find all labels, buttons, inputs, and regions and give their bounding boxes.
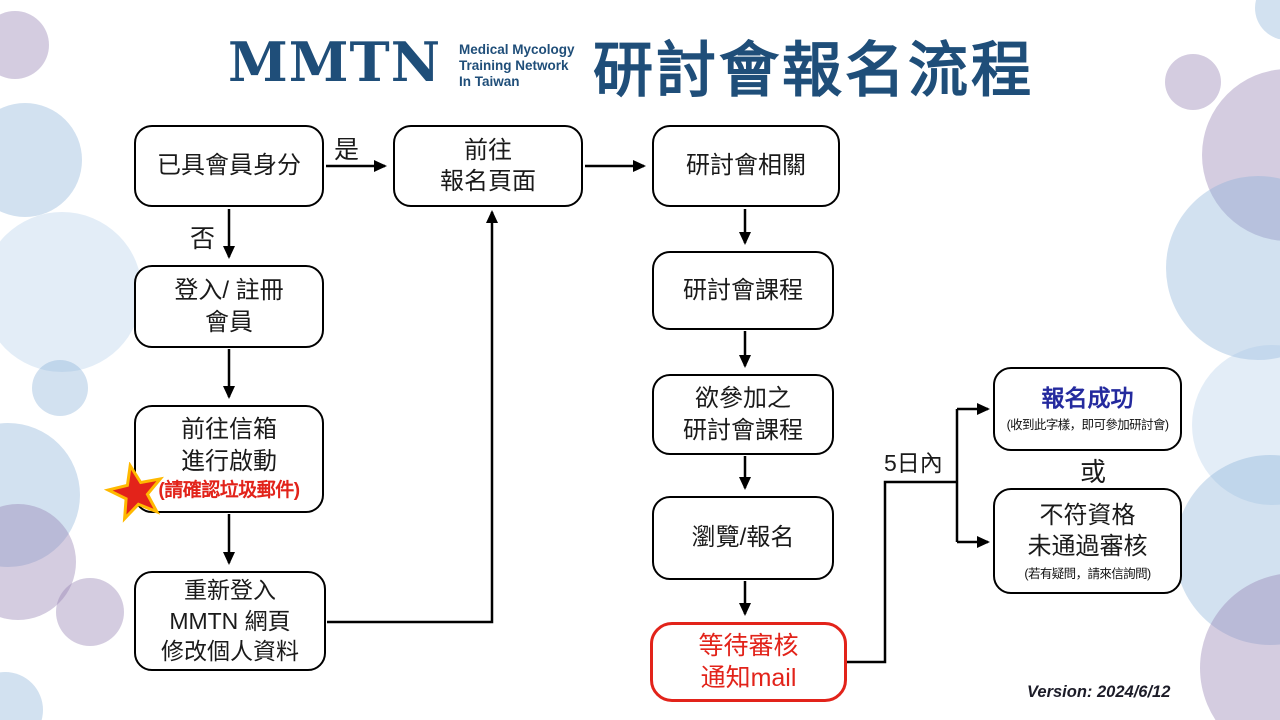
flow-box-not-qualified: 不符資格 未通過審核 (若有疑問，請來信詢問) — [993, 488, 1182, 594]
page-title: 研討會報名流程 — [593, 37, 1034, 104]
connector-wait-to-branch — [847, 480, 957, 664]
box-label: 通知mail — [700, 664, 797, 692]
logo-tagline-line1: Medical Mycology — [459, 42, 575, 57]
success-note: (收到此字樣，即可參加研討會) — [1006, 418, 1169, 433]
bg-circle — [1165, 54, 1221, 110]
mmtn-logo-wordmark: MMTN — [228, 30, 442, 94]
logo-tagline-line3: In Taiwan — [459, 73, 520, 89]
label-no: 否 — [190, 225, 216, 253]
logo-tagline-line2: Training Network — [459, 57, 569, 73]
mmtn-logo-tagline: Medical Mycology Training Network In Tai… — [459, 42, 575, 90]
spam-check-note: (請確認垃圾郵件) — [158, 479, 300, 501]
bg-circle — [0, 212, 142, 372]
star-icon — [104, 462, 165, 523]
box-label: 未通過審核 — [1027, 533, 1148, 561]
flow-box-login-register: 登入/ 註冊 會員 — [134, 265, 324, 348]
fail-note: (若有疑問，請來信詢問) — [1024, 566, 1151, 581]
flow-box-browse-register: 瀏覽/報名 — [652, 496, 834, 580]
flow-box-member-status: 已具會員身分 — [134, 125, 324, 207]
label-within-5-days: 5日內 — [884, 450, 943, 476]
box-label: 前往信箱 — [181, 416, 277, 444]
flow-box-relogin-profile: 重新登入 MMTN 網頁 修改個人資料 — [134, 571, 326, 671]
box-label: 已具會員身分 — [157, 152, 301, 180]
version-label: Version: 2024/6/12 — [1027, 683, 1171, 701]
flow-box-desired-course: 欲參加之 研討會課程 — [652, 374, 834, 455]
box-label: 不符資格 — [1039, 502, 1136, 530]
box-label: 欲參加之 — [695, 385, 791, 413]
success-title: 報名成功 — [1041, 385, 1134, 412]
flow-box-seminar-related: 研討會相關 — [652, 125, 840, 207]
box-label: 瀏覽/報名 — [691, 524, 795, 552]
box-label: 進行啟動 — [181, 447, 277, 475]
label-or: 或 — [1080, 457, 1107, 487]
box-label: 研討會課程 — [683, 416, 803, 444]
box-label: 登入/ 註冊 — [174, 277, 284, 305]
label-yes: 是 — [334, 136, 360, 164]
flow-box-registration-success: 報名成功 (收到此字樣，即可參加研討會) — [993, 367, 1182, 451]
flow-box-wait-review: 等待審核 通知mail — [650, 622, 847, 702]
box-label: 重新登入 — [184, 577, 276, 604]
box-label: 等待審核 — [698, 631, 799, 660]
box-label: 修改個人資料 — [161, 638, 299, 665]
flow-box-goto-registration: 前往 報名頁面 — [393, 125, 583, 207]
box-label: 會員 — [205, 308, 253, 336]
box-label: MMTN 網頁 — [169, 607, 291, 634]
arrow-relogin-to-gotoreg — [327, 210, 498, 624]
box-label: 前往 — [464, 136, 512, 164]
flow-box-mailbox-activate: 前往信箱 進行啟動 (請確認垃圾郵件) — [134, 405, 324, 513]
box-label: 報名頁面 — [440, 168, 536, 195]
bg-circle — [56, 578, 124, 646]
box-label: 研討會相關 — [686, 152, 806, 180]
bg-circle — [32, 360, 88, 416]
box-label: 研討會課程 — [683, 276, 803, 304]
flow-box-seminar-course: 研討會課程 — [652, 251, 834, 330]
